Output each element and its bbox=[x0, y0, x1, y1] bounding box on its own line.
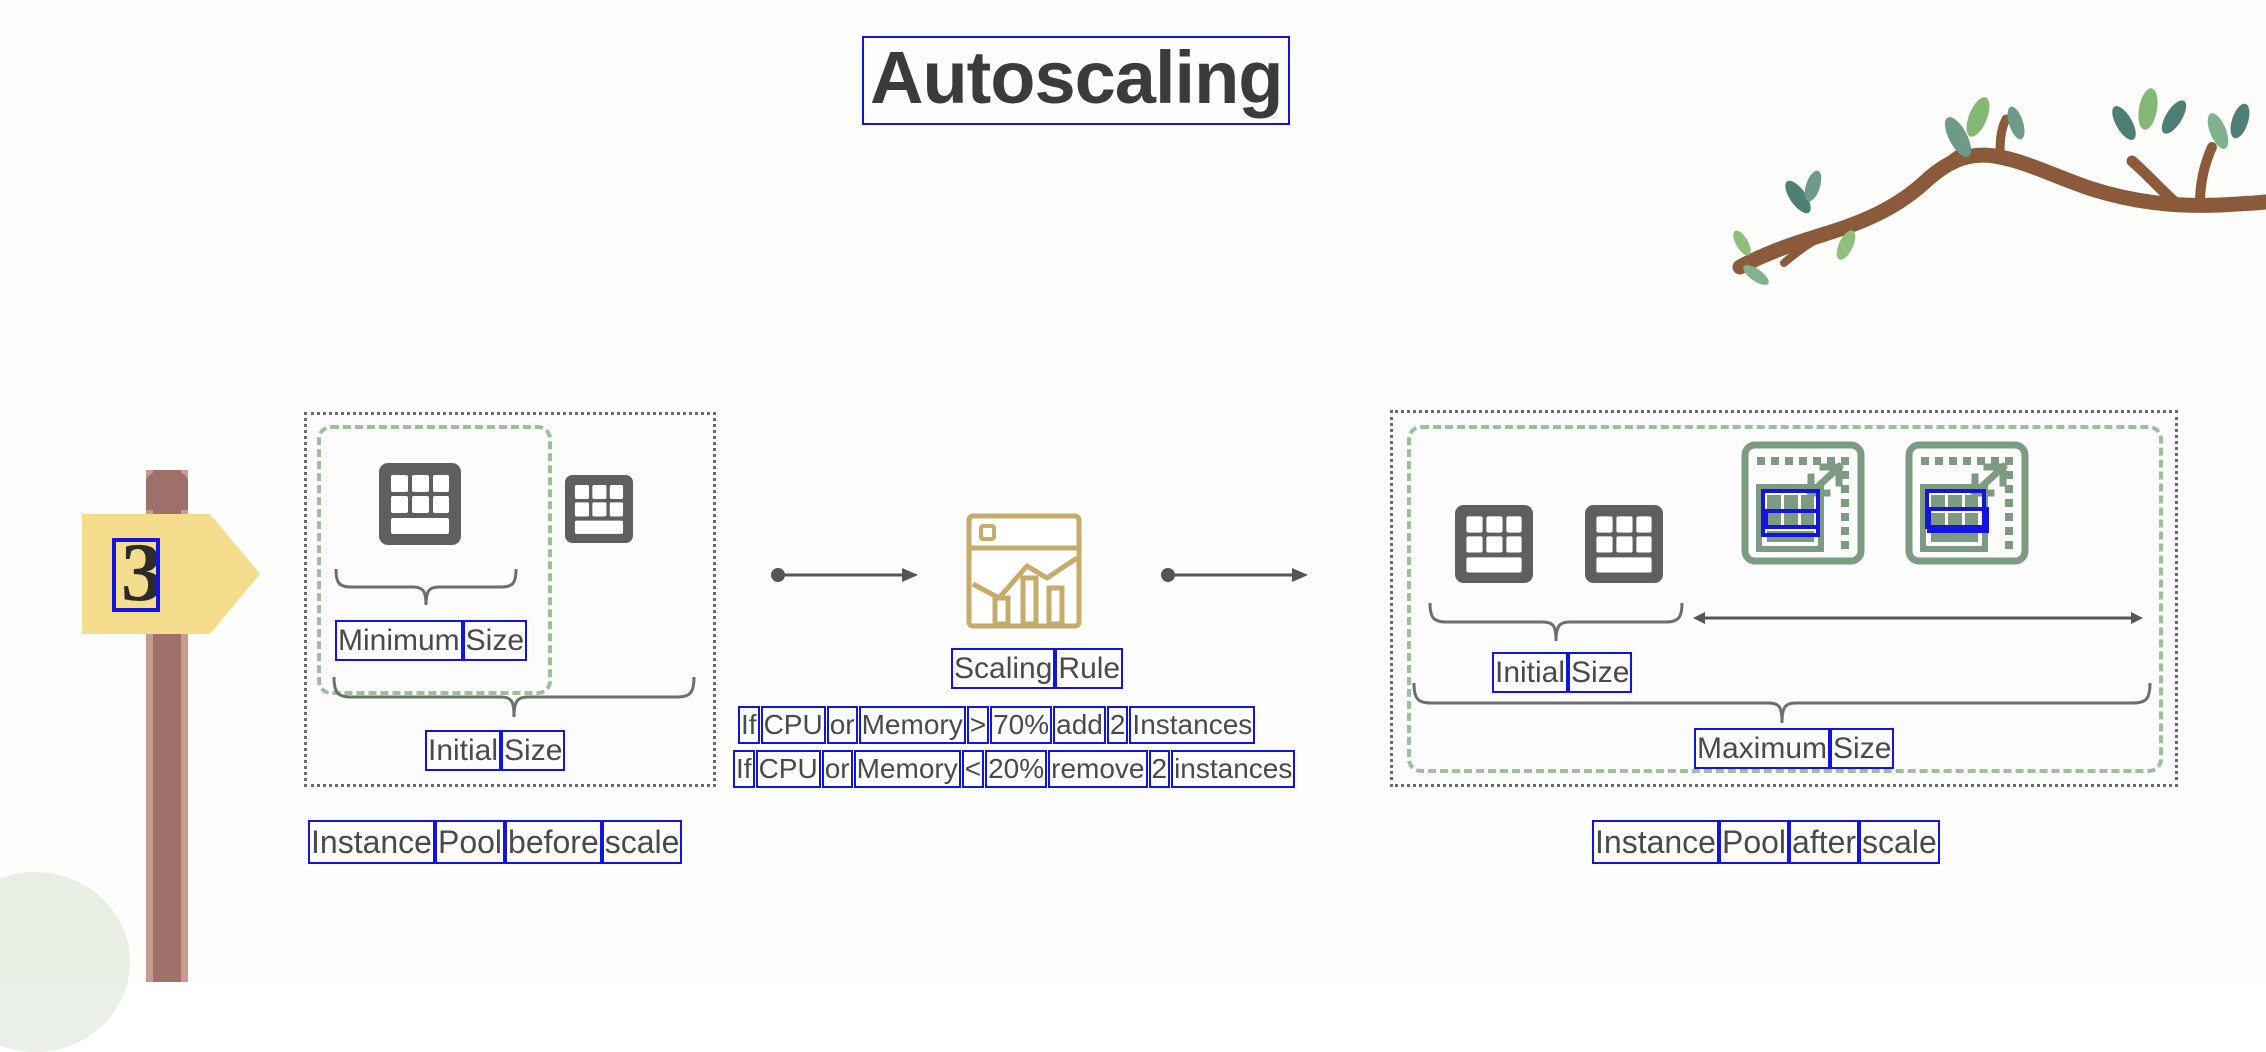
flow-arrow-right-icon bbox=[771, 568, 918, 582]
maximum-size-label: Maximum Size bbox=[1693, 728, 1895, 769]
instance-pool-after-panel bbox=[1390, 410, 2178, 787]
selection-box bbox=[1927, 507, 1989, 533]
rule-word: or bbox=[821, 750, 853, 788]
rule-word: instances bbox=[1171, 750, 1296, 788]
label-word: Size bbox=[462, 620, 528, 661]
rule-word: 70% bbox=[990, 706, 1053, 744]
minimum-size-zone bbox=[317, 425, 552, 695]
rule-word: CPU bbox=[760, 706, 826, 744]
scaling-rule-chart-icon bbox=[966, 513, 1082, 629]
rule-word: If bbox=[733, 750, 755, 788]
flow-arrow-right-icon bbox=[1161, 568, 1308, 582]
server-instance-icon bbox=[565, 475, 633, 543]
label-word: Scaling bbox=[950, 648, 1056, 689]
scale-down-rule-text: If CPU or Memory < 20% remove 2 instance… bbox=[733, 750, 1296, 788]
minimum-size-brace bbox=[334, 568, 518, 606]
initial-size-label-before: Initial Size bbox=[424, 730, 566, 771]
caption-word: after bbox=[1789, 820, 1860, 864]
server-instance-icon bbox=[1455, 505, 1533, 583]
initial-size-brace bbox=[1428, 602, 1684, 642]
label-word: Initial bbox=[424, 730, 502, 771]
caption-word: scale bbox=[1859, 820, 1940, 864]
label-word: Size bbox=[1568, 652, 1633, 693]
server-instance-icon bbox=[379, 463, 461, 545]
label-word: Size bbox=[501, 730, 566, 771]
page-title: Autoscaling bbox=[861, 36, 1291, 125]
rule-word: < bbox=[961, 750, 985, 788]
maximum-size-zone bbox=[1407, 425, 2163, 773]
initial-size-label-after: Initial Size bbox=[1491, 652, 1633, 693]
scaling-rule-label: Scaling Rule bbox=[950, 648, 1124, 689]
caption-instance-pool-before: Instance Pool before scale bbox=[308, 820, 683, 864]
caption-instance-pool-after: Instance Pool after scale bbox=[1592, 820, 1940, 864]
server-instance-icon bbox=[1585, 505, 1663, 583]
tree-branch-icon bbox=[1732, 88, 2266, 285]
rule-word: 2 bbox=[1106, 706, 1129, 744]
rule-word: 2 bbox=[1148, 750, 1171, 788]
rule-word: CPU bbox=[755, 750, 821, 788]
caption-word: Pool bbox=[1718, 820, 1790, 864]
rule-word: > bbox=[966, 706, 990, 744]
label-word: Maximum bbox=[1693, 728, 1831, 769]
label-word: Rule bbox=[1055, 648, 1124, 689]
rule-word: or bbox=[826, 706, 858, 744]
rule-word: Memory bbox=[853, 750, 961, 788]
label-word: Initial bbox=[1491, 652, 1569, 693]
caption-word: before bbox=[505, 820, 602, 864]
signpost-number-selection-box bbox=[112, 538, 160, 612]
double-headed-arrow-icon bbox=[1693, 612, 2143, 624]
scale-up-rule-text: If CPU or Memory > 70% add 2 Instances bbox=[738, 706, 1256, 744]
caption-word: Instance bbox=[308, 820, 435, 864]
minimum-size-label: Minimum Size bbox=[335, 620, 528, 661]
caption-word: Instance bbox=[1592, 820, 1719, 864]
page-title-text: Autoscaling bbox=[861, 36, 1291, 125]
caption-word: scale bbox=[601, 820, 683, 864]
rule-word: add bbox=[1053, 706, 1106, 744]
rule-word: If bbox=[738, 706, 760, 744]
label-word: Size bbox=[1830, 728, 1895, 769]
maximum-size-brace bbox=[1412, 682, 2152, 724]
rule-word: Instances bbox=[1129, 706, 1256, 744]
direction-sign-icon: 3 bbox=[82, 470, 260, 982]
rule-word: remove bbox=[1048, 750, 1148, 788]
rule-word: 20% bbox=[985, 750, 1048, 788]
rule-word: Memory bbox=[858, 706, 966, 744]
new-scaled-instance-icon bbox=[1905, 441, 2029, 565]
label-word: Minimum bbox=[335, 620, 463, 661]
initial-size-brace bbox=[332, 676, 696, 718]
instance-pool-before-panel bbox=[304, 412, 716, 787]
selection-box bbox=[1764, 509, 1820, 529]
new-scaled-instance-icon bbox=[1741, 441, 1865, 565]
caption-word: Pool bbox=[434, 820, 506, 864]
